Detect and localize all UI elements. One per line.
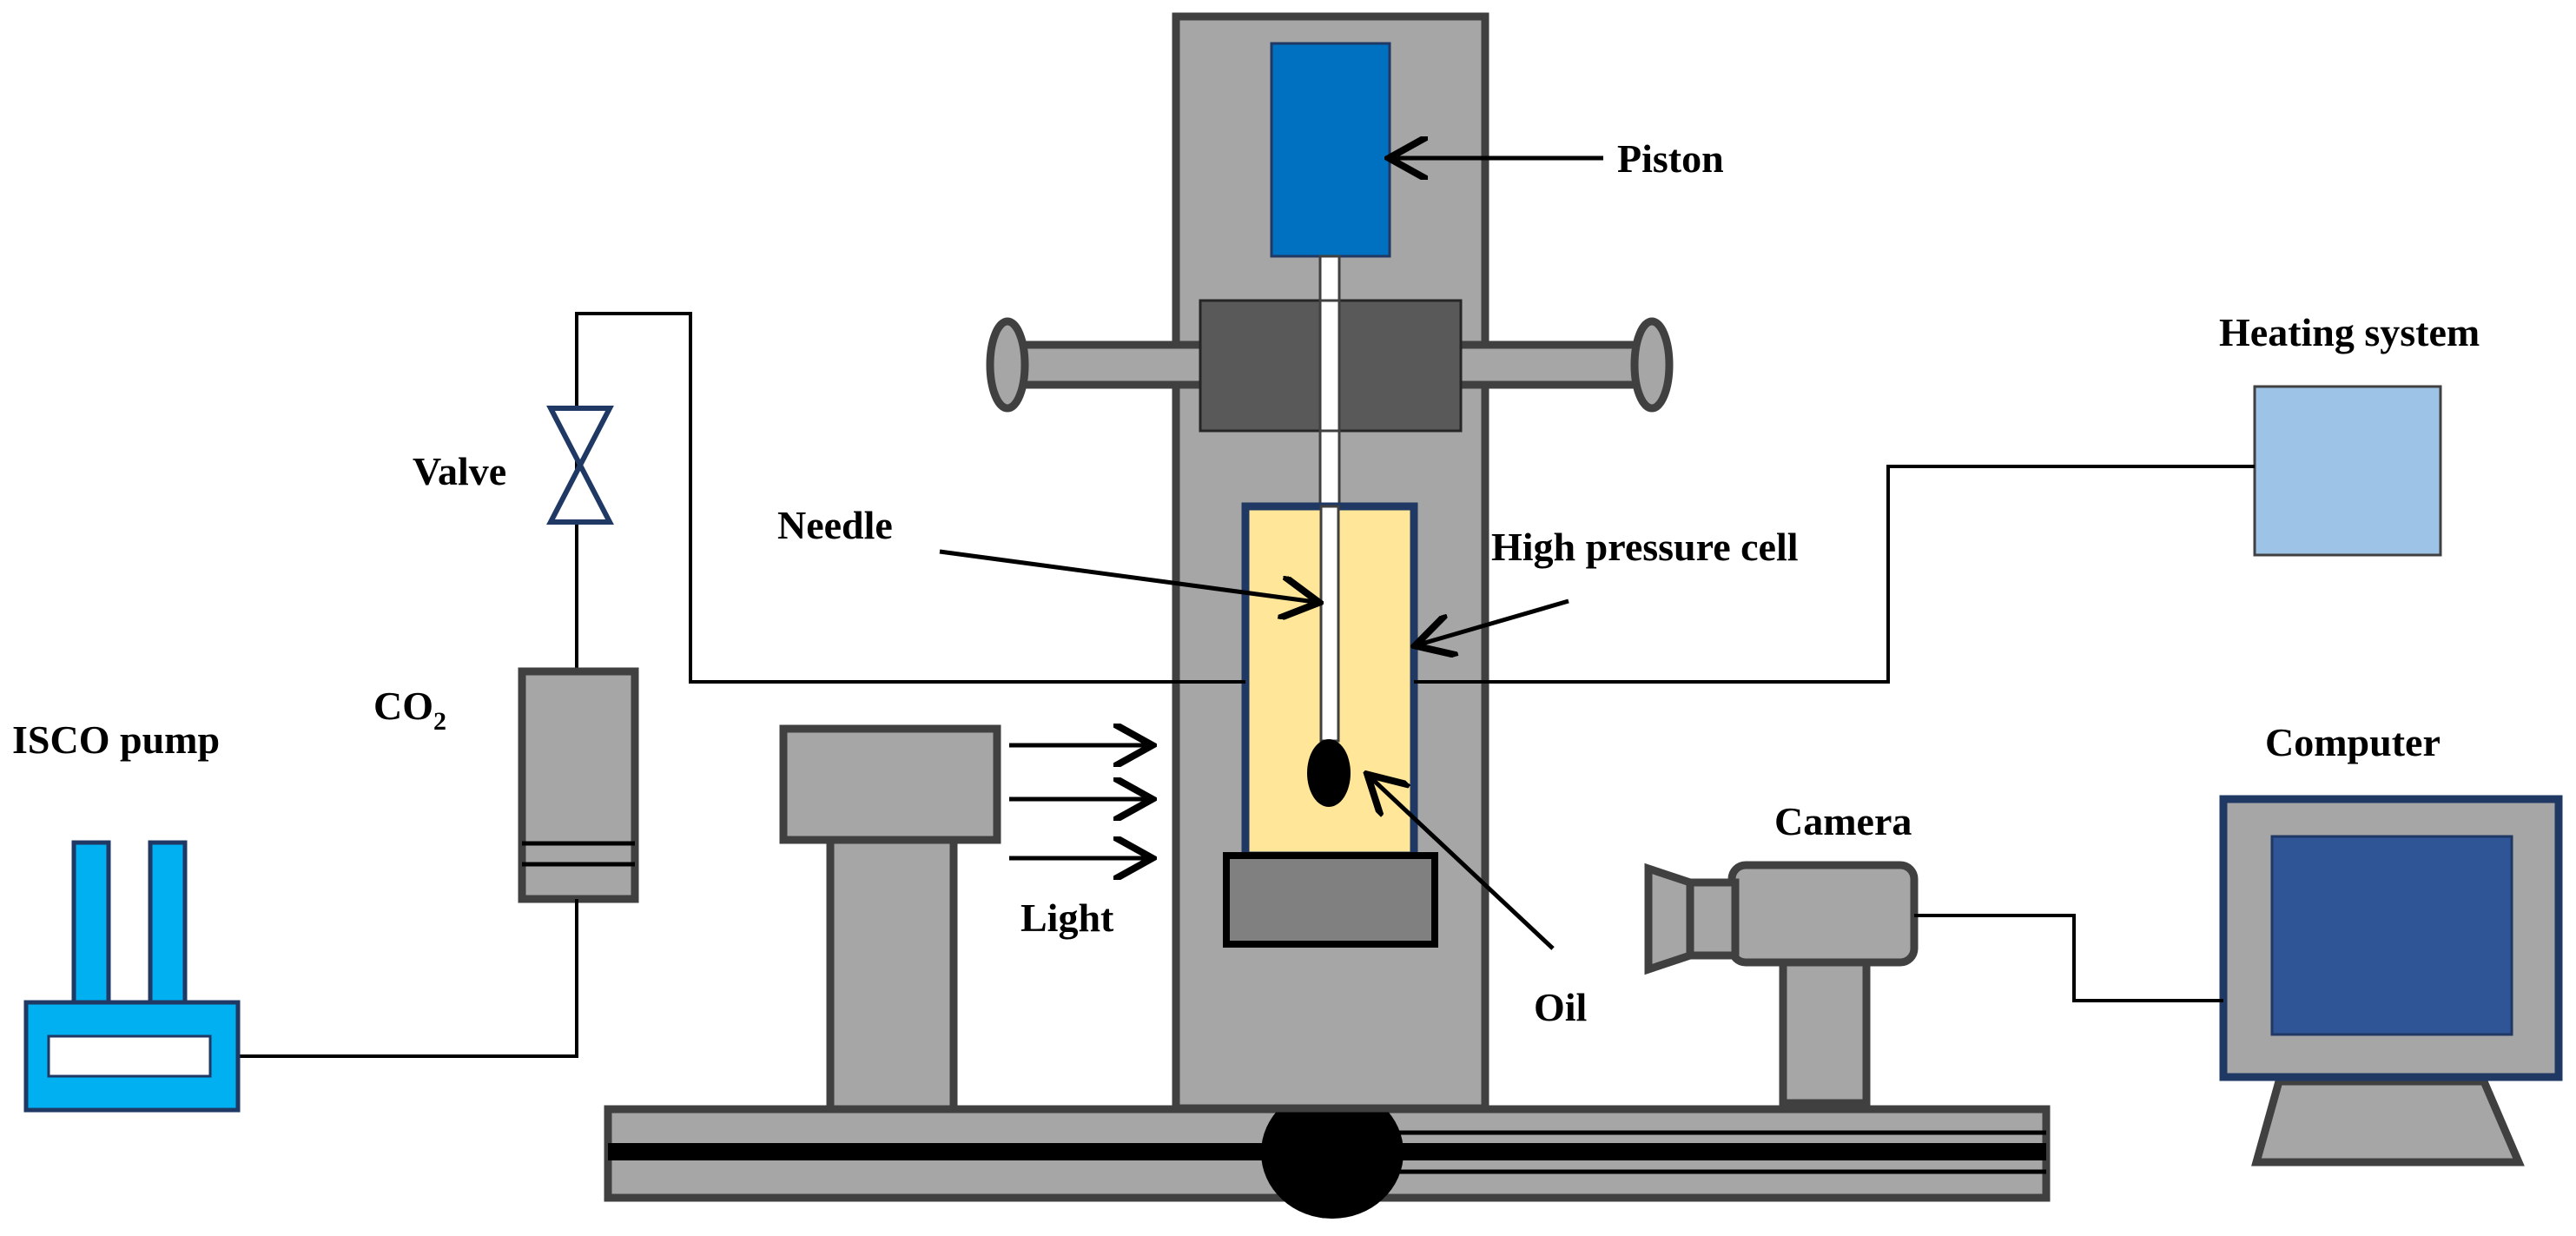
label-co2-main: CO xyxy=(373,684,433,728)
label-piston: Piston xyxy=(1617,136,1724,181)
label-isco-pump: ISCO pump xyxy=(12,717,220,762)
camera xyxy=(1644,861,1919,1107)
label-light: Light xyxy=(1020,896,1114,940)
heating-wire xyxy=(1414,465,2255,684)
label-oil: Oil xyxy=(1534,985,1587,1029)
piston xyxy=(1270,42,1391,258)
oil-droplet xyxy=(1307,739,1351,807)
label-camera: Camera xyxy=(1774,799,1912,843)
heating-system-box xyxy=(2253,385,2442,557)
light-source xyxy=(779,724,1001,1114)
label-heating-system: Heating system xyxy=(2219,310,2480,354)
label-co2-subscript: 2 xyxy=(433,707,446,736)
pointer-arrows xyxy=(939,158,1603,950)
pump-to-cylinder-tube xyxy=(238,899,578,1058)
cell-base xyxy=(1223,852,1438,948)
valve xyxy=(546,406,614,525)
co2-cylinder xyxy=(518,667,639,903)
computer xyxy=(2219,795,2563,1167)
label-needle: Needle xyxy=(777,503,893,547)
label-co2: CO2 xyxy=(373,684,446,736)
crossbar xyxy=(986,299,1674,433)
camera-computer-cable xyxy=(1914,914,2223,1002)
light-arrows xyxy=(1009,745,1148,858)
base-rail xyxy=(604,1087,2051,1219)
label-computer: Computer xyxy=(2265,720,2441,764)
label-valve: Valve xyxy=(413,449,506,493)
isco-pump xyxy=(23,840,241,1113)
label-high-pressure-cell: High pressure cell xyxy=(1491,525,1799,569)
